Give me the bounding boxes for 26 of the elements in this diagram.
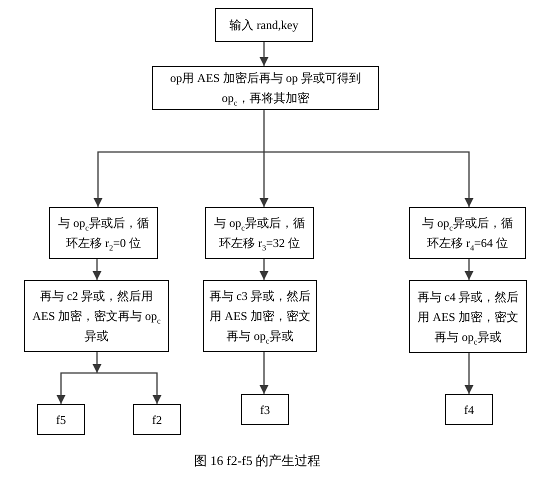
arrow bbox=[92, 259, 102, 280]
process-box: f5 bbox=[37, 404, 85, 435]
process-box: op用 AES 加密后再与 op 异或可得到 op$_{c}$，再将其加密 bbox=[152, 66, 379, 110]
process-box: 再与 c4 异或，然后用 AES 加密，密文再与 op$_{c}$异或 bbox=[409, 280, 527, 353]
arrow bbox=[260, 259, 268, 280]
arrow bbox=[464, 353, 474, 394]
connector-line bbox=[263, 110, 265, 152]
arrow bbox=[97, 372, 162, 404]
arrow bbox=[260, 352, 268, 394]
caption: 图 16 f2-f5 的产生过程 bbox=[194, 452, 321, 470]
process-box: 输入 rand,key bbox=[215, 8, 313, 42]
process-box: f2 bbox=[133, 404, 181, 435]
process-box: 与 op$_{c}$异或后，循环左移 r$_{2}$=0 位 bbox=[49, 207, 158, 259]
arrow bbox=[260, 42, 268, 66]
process-box: 再与 c2 异或，然后用 AES 加密，密文再与 op$_{c}$ 异或 bbox=[24, 280, 169, 352]
process-box: f3 bbox=[241, 394, 289, 425]
arrow bbox=[464, 259, 474, 280]
process-box: 再与 c3 异或，然后用 AES 加密，密文再与 op$_{c}$异或 bbox=[203, 280, 317, 352]
arrow bbox=[56, 372, 97, 404]
process-box: 与 op$_{c}$异或后，循环左移 r$_{3}$=32 位 bbox=[205, 207, 314, 259]
arrow bbox=[264, 151, 474, 207]
arrow bbox=[94, 151, 264, 207]
arrow bbox=[92, 352, 102, 373]
process-box: 与 op$_{c}$异或后，循环左移 r$_{4}$=64 位 bbox=[409, 207, 526, 259]
arrow bbox=[260, 152, 268, 207]
process-box: f4 bbox=[445, 394, 493, 425]
